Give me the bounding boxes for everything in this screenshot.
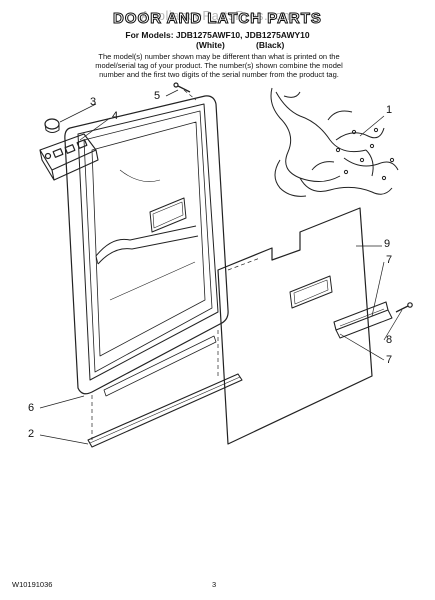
door-screw — [173, 82, 191, 93]
page-number: 3 — [212, 580, 217, 589]
document-number: W10191036 — [12, 580, 53, 589]
door-handle-trim — [333, 301, 393, 339]
callout-5: 5 — [154, 90, 161, 102]
callout-leader-lines — [39, 89, 403, 445]
models-line: For Models: JDB1275AWF10, JDB1275AWY10 — [125, 30, 310, 40]
callout-7-top: 7 — [386, 254, 393, 266]
color-white-label: (White) — [196, 40, 225, 50]
callout-8: 8 — [386, 334, 393, 346]
latch-knob-cap — [44, 118, 60, 133]
model-note: The model(s) number shown may be differe… — [95, 52, 343, 79]
callout-4: 4 — [112, 110, 119, 122]
inner-door-panel — [91, 121, 206, 357]
color-black-label: (Black) — [256, 40, 285, 50]
callout-3: 3 — [90, 96, 97, 108]
assembly-lines — [91, 89, 261, 440]
door-gasket-frame — [64, 95, 229, 395]
watermark: AppliancePartsPros.com — [140, 8, 295, 23]
wire-harness — [270, 87, 399, 197]
bottom-door-seal — [87, 373, 243, 448]
callout-7-bottom: 7 — [386, 354, 393, 366]
handle-screw — [395, 302, 413, 313]
callout-2: 2 — [28, 428, 35, 440]
callout-1: 1 — [386, 104, 393, 116]
latch-vent-assembly — [39, 133, 99, 181]
outer-door-panel — [217, 207, 373, 445]
page-title: DOOR AND LATCH PARTS — [113, 10, 322, 28]
callout-9: 9 — [384, 238, 391, 250]
door-bottom-edge — [103, 335, 217, 397]
callout-6: 6 — [28, 402, 35, 414]
